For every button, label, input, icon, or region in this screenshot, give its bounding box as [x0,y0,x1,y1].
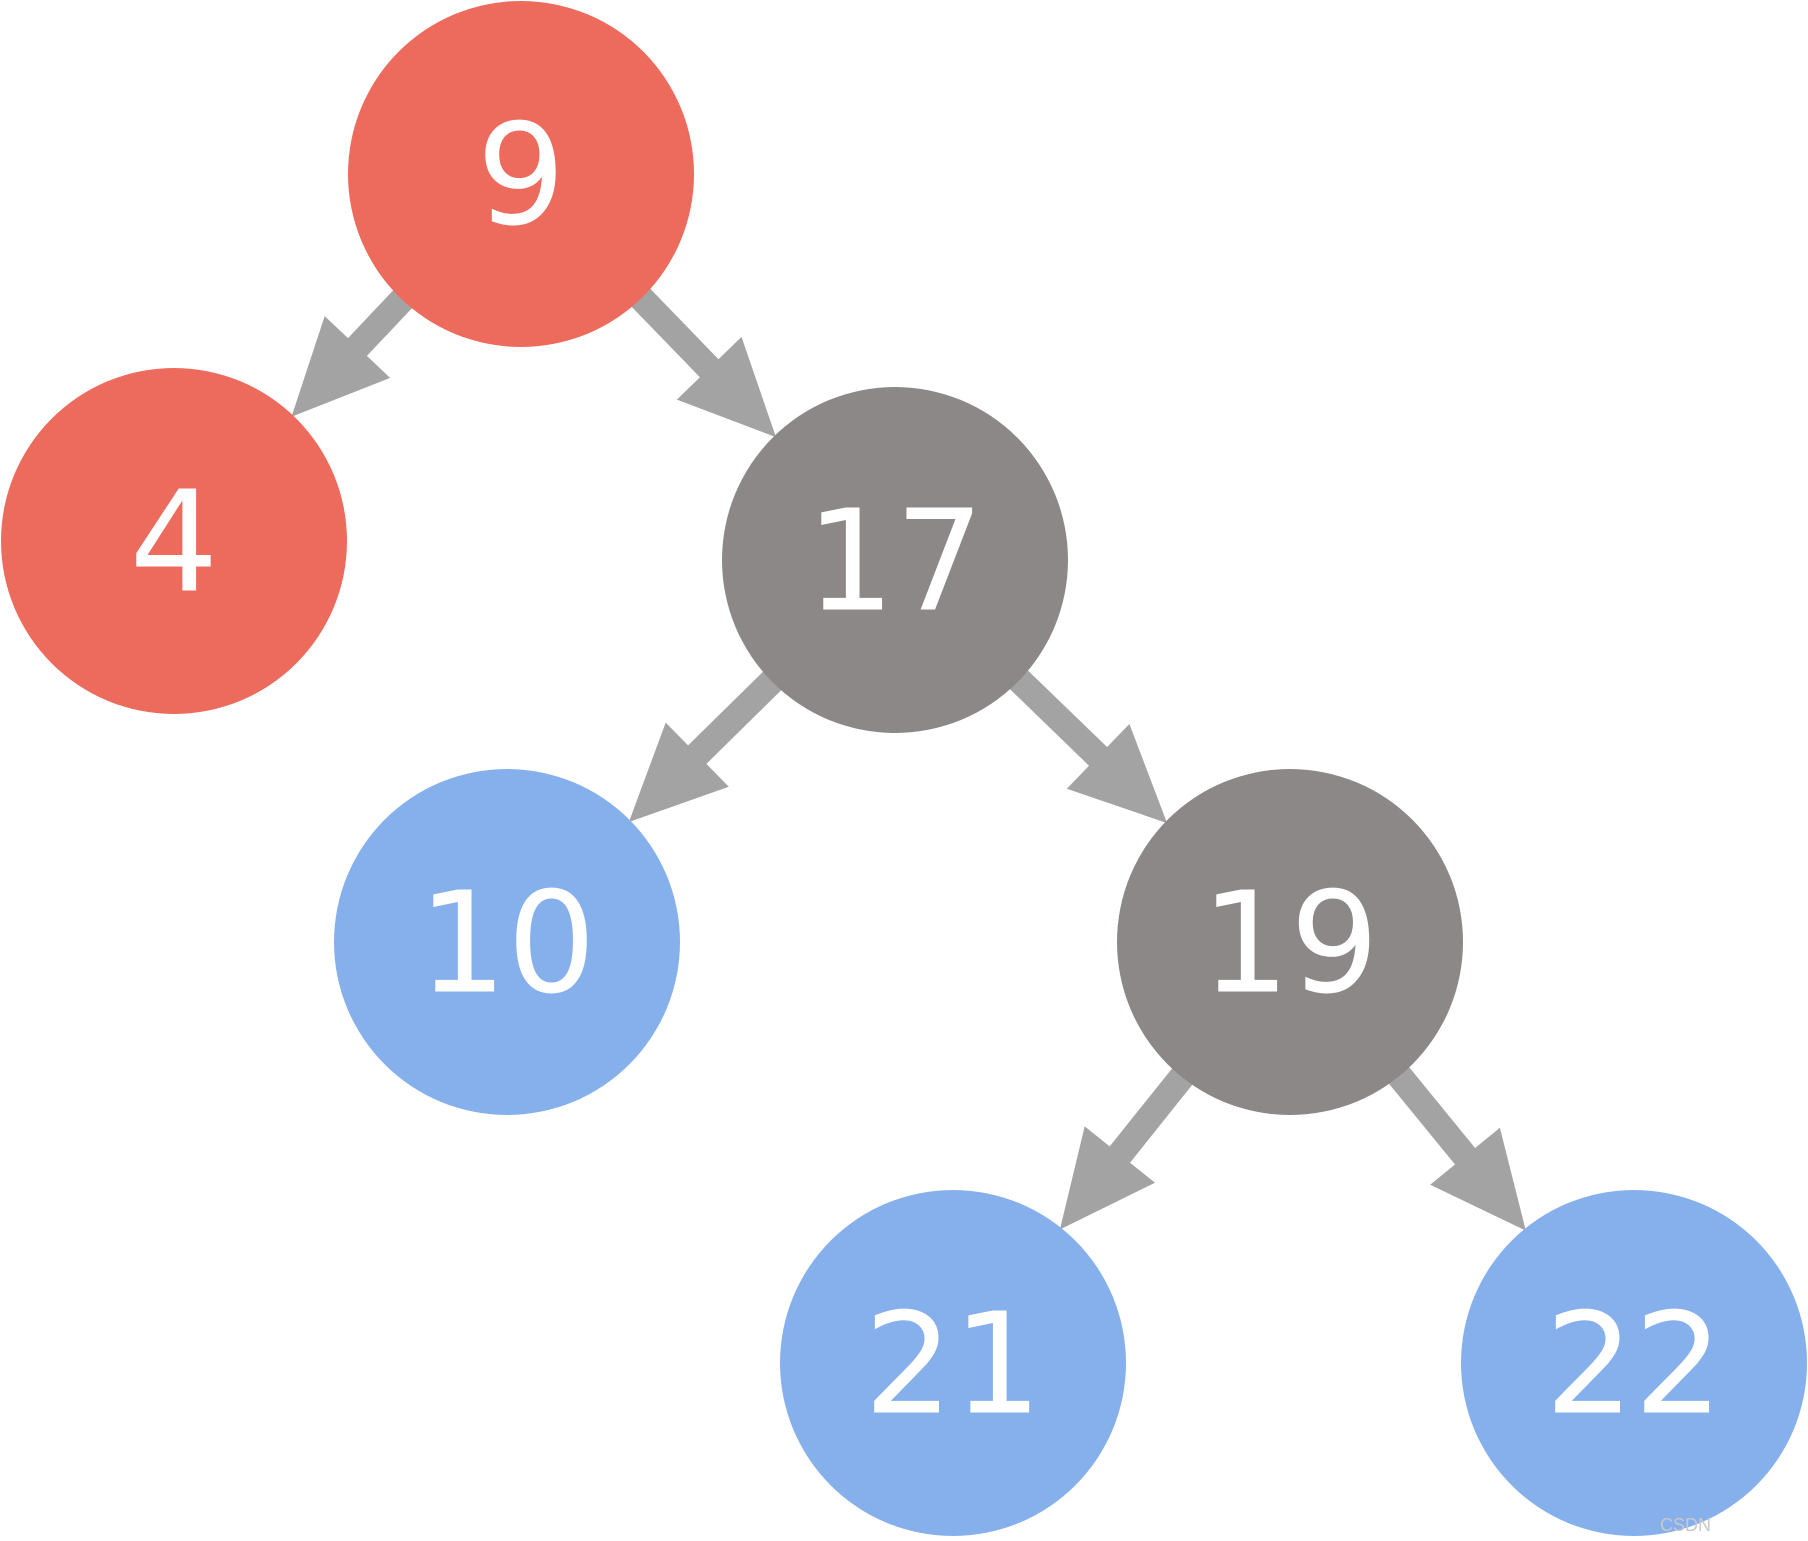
edge-arrow-n19-n22 [1384,1061,1526,1231]
edges-layer [291,283,1526,1231]
tree-node-10: 10 [334,769,680,1115]
tree-node-4: 4 [1,368,347,714]
tree-node-21: 21 [780,1190,1126,1536]
node-circle-17 [722,387,1068,733]
node-label-22: 22 [1545,1284,1723,1447]
node-label-21: 21 [864,1284,1042,1447]
tree-node-17: 17 [722,387,1068,733]
node-label-9: 9 [476,95,565,258]
edge-arrow-n9-n17 [626,283,776,438]
tree-node-19: 19 [1117,769,1463,1115]
node-circle-19 [1117,769,1463,1115]
tree-node-9: 9 [348,1,694,347]
node-label-4: 4 [129,462,218,625]
node-circle-4 [1,368,347,714]
node-circle-22 [1461,1190,1807,1536]
edge-arrow-n19-n21 [1059,1062,1197,1230]
tree-node-22: 22 [1461,1190,1807,1536]
edge-arrow-n17-n10 [628,666,787,822]
node-label-10: 10 [418,863,596,1026]
node-label-19: 19 [1201,863,1379,1026]
edge-arrow-n17-n19 [1004,665,1168,824]
node-circle-9 [348,1,694,347]
edge-arrow-n9-n4 [291,285,418,417]
watermark-text: CSDN [1660,1515,1711,1535]
node-circle-21 [780,1190,1126,1536]
node-circle-10 [334,769,680,1115]
node-label-17: 17 [806,481,984,644]
